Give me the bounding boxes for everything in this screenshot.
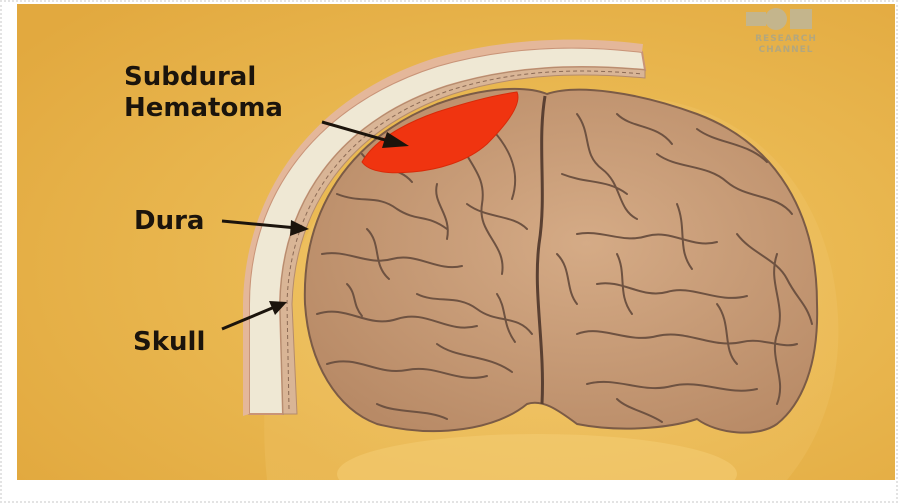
skull-label: Skull xyxy=(133,327,205,358)
dura-label: Dura xyxy=(134,206,204,237)
subdural-hematoma-label: Subdural Hematoma xyxy=(124,62,283,124)
subdural-hematoma-label-line2: Hematoma xyxy=(124,93,283,124)
subdural-hematoma-label-line1: Subdural xyxy=(124,62,283,93)
logo-text-line2: CHANNEL xyxy=(740,45,832,55)
logo-circle-icon xyxy=(765,8,787,30)
logo-bar-icon xyxy=(746,12,766,26)
logo-text-line1: RESEARCH xyxy=(740,34,832,44)
logo-square-icon xyxy=(790,9,812,29)
